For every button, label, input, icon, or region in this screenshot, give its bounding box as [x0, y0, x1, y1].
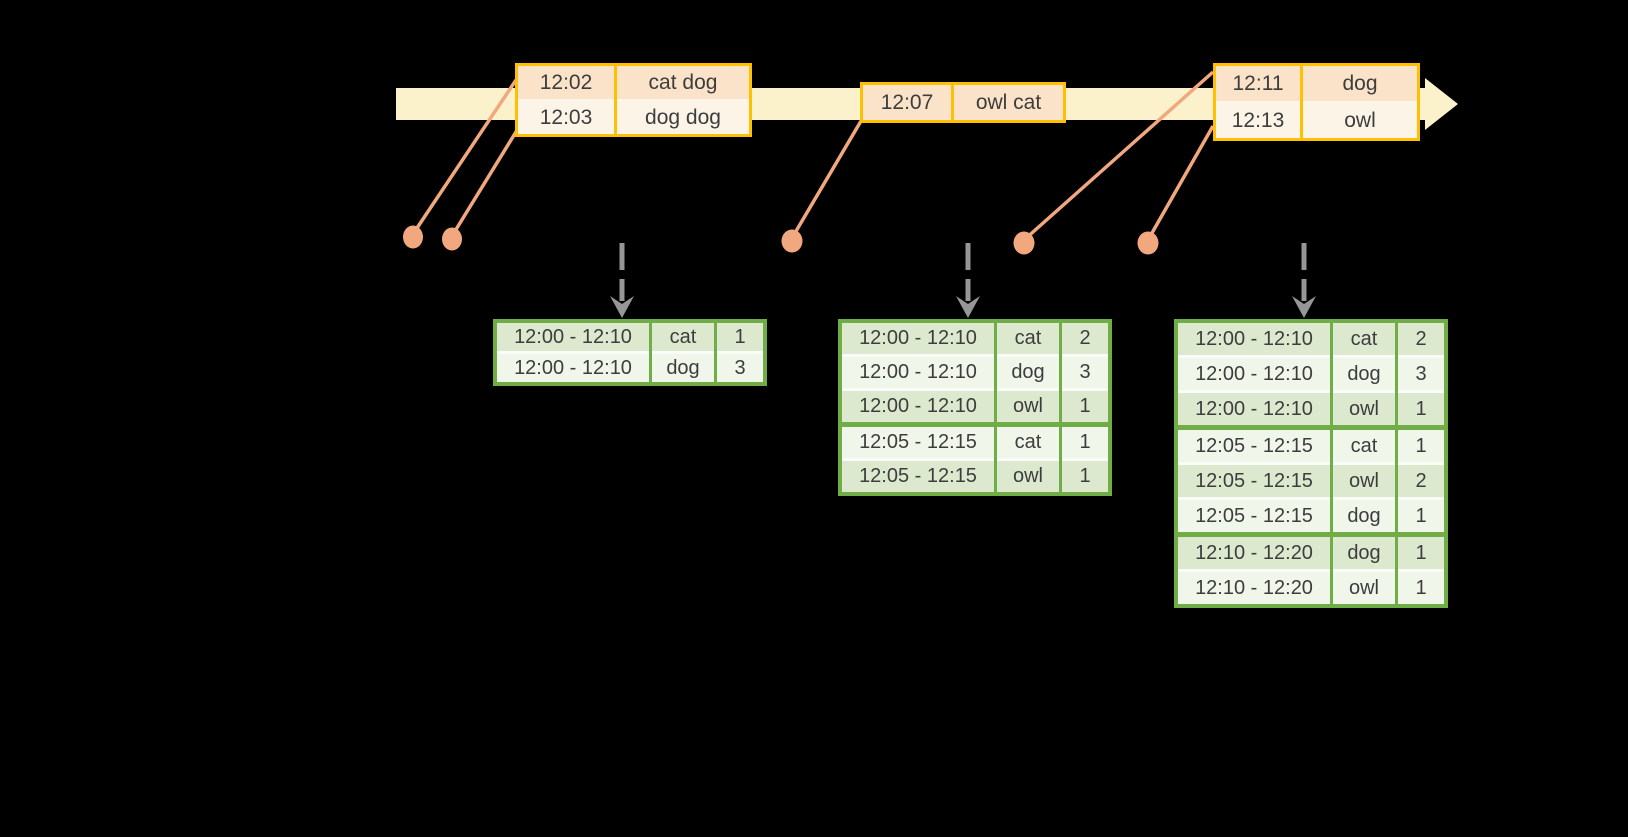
result-row: 12:00 - 12:10 owl 1 — [1176, 390, 1446, 428]
word-cell: dog — [649, 351, 716, 384]
count-cell: 1 — [1395, 532, 1446, 571]
count-cell: 1 — [1059, 422, 1110, 460]
word-cell: dog — [994, 354, 1061, 390]
event-dots — [403, 225, 1159, 255]
word-cell: cat — [649, 321, 716, 353]
count-cell: 2 — [1395, 462, 1446, 499]
window-cell: 12:00 - 12:10 — [495, 321, 651, 353]
event-dot-icon — [1013, 231, 1035, 255]
event-words: dog — [1300, 64, 1419, 102]
window-cell: 12:05 - 12:15 — [1176, 497, 1332, 535]
result-row: 12:05 - 12:15 cat 1 — [840, 422, 1110, 460]
window-cell: 12:00 - 12:10 — [840, 388, 996, 425]
window-cell: 12:00 - 12:10 — [495, 351, 651, 384]
count-cell: 1 — [1395, 390, 1446, 428]
result-row: 12:05 - 12:15 dog 1 — [1176, 497, 1446, 535]
window-cell: 12:00 - 12:10 — [1176, 355, 1332, 392]
event-row: 12:07 owl cat — [861, 83, 1065, 122]
result-row: 12:00 - 12:10 dog 3 — [495, 351, 765, 384]
result-row: 12:05 - 12:15 owl 1 — [840, 458, 1110, 494]
result-table-2: 12:00 - 12:10 cat 2 12:00 - 12:10 dog 3 … — [838, 319, 1112, 496]
word-cell: dog — [1330, 497, 1397, 535]
window-cell: 12:00 - 12:10 — [1176, 390, 1332, 428]
trigger-arrowhead-icon — [610, 296, 634, 318]
window-cell: 12:10 - 12:20 — [1176, 569, 1332, 606]
event-words: owl — [1300, 101, 1419, 140]
result-row: 12:10 - 12:20 dog 1 — [1176, 532, 1446, 571]
event-time: 12:02 — [516, 64, 616, 100]
result-row: 12:10 - 12:20 owl 1 — [1176, 569, 1446, 606]
word-cell: cat — [1330, 425, 1397, 464]
trigger-arrows — [619, 243, 1307, 301]
count-cell: 1 — [714, 321, 765, 353]
event-table-1211: 12:11 dog 12:13 owl — [1213, 63, 1420, 141]
word-cell: dog — [1330, 355, 1397, 392]
trigger-arrowheads — [610, 296, 1316, 318]
event-time: 12:13 — [1214, 101, 1302, 140]
trigger-arrowhead-icon — [1292, 296, 1316, 318]
result-row: 12:00 - 12:10 cat 2 — [1176, 321, 1446, 357]
count-cell: 1 — [1059, 458, 1110, 494]
result-row: 12:00 - 12:10 cat 1 — [495, 321, 765, 353]
event-row: 12:03 dog dog — [516, 99, 751, 136]
word-cell: owl — [994, 458, 1061, 494]
window-cell: 12:10 - 12:20 — [1176, 532, 1332, 571]
result-row: 12:00 - 12:10 cat 2 — [840, 321, 1110, 356]
window-cell: 12:05 - 12:15 — [840, 458, 996, 494]
window-cell: 12:00 - 12:10 — [840, 321, 996, 356]
result-row: 12:00 - 12:10 dog 3 — [1176, 355, 1446, 392]
window-cell: 12:05 - 12:15 — [840, 422, 996, 460]
event-time: 12:11 — [1214, 64, 1302, 102]
word-cell: owl — [994, 388, 1061, 425]
result-table-1: 12:00 - 12:10 cat 1 12:00 - 12:10 dog 3 — [493, 319, 767, 386]
event-connector-lines — [411, 70, 1215, 242]
word-cell: owl — [1330, 569, 1397, 606]
word-cell: dog — [1330, 532, 1397, 571]
timeline-arrowhead-icon — [1425, 78, 1458, 130]
event-dot-icon — [403, 225, 423, 249]
count-cell: 1 — [1059, 388, 1110, 425]
event-time: 12:03 — [516, 99, 616, 136]
event-dot-icon — [1137, 231, 1159, 255]
event-row: 12:13 owl — [1214, 101, 1419, 140]
event-words: dog dog — [614, 99, 751, 136]
count-cell: 3 — [1059, 354, 1110, 390]
count-cell: 1 — [1395, 497, 1446, 535]
event-dot-icon — [442, 227, 462, 251]
word-cell: owl — [1330, 390, 1397, 428]
count-cell: 2 — [1059, 321, 1110, 356]
event-table-1202: 12:02 cat dog 12:03 dog dog — [515, 63, 752, 137]
count-cell: 1 — [1395, 425, 1446, 464]
window-cell: 12:05 - 12:15 — [1176, 425, 1332, 464]
event-row: 12:02 cat dog — [516, 64, 751, 100]
event-row: 12:11 dog — [1214, 64, 1419, 102]
event-dot-icon — [781, 229, 803, 253]
event-table-1207: 12:07 owl cat — [860, 82, 1066, 123]
count-cell: 1 — [1395, 569, 1446, 606]
event-time: 12:07 — [861, 83, 953, 122]
result-row: 12:00 - 12:10 owl 1 — [840, 388, 1110, 425]
window-cell: 12:05 - 12:15 — [1176, 462, 1332, 499]
word-cell: cat — [994, 321, 1061, 356]
window-cell: 12:00 - 12:10 — [840, 354, 996, 390]
window-cell: 12:00 - 12:10 — [1176, 321, 1332, 357]
event-words: cat dog — [614, 64, 751, 100]
event-words: owl cat — [951, 83, 1065, 122]
count-cell: 2 — [1395, 321, 1446, 357]
count-cell: 3 — [1395, 355, 1446, 392]
word-cell: cat — [1330, 321, 1397, 357]
word-cell: owl — [1330, 462, 1397, 499]
result-row: 12:05 - 12:15 owl 2 — [1176, 462, 1446, 499]
count-cell: 3 — [714, 351, 765, 384]
result-table-3: 12:00 - 12:10 cat 2 12:00 - 12:10 dog 3 … — [1174, 319, 1448, 608]
result-row: 12:05 - 12:15 cat 1 — [1176, 425, 1446, 464]
trigger-arrowhead-icon — [956, 296, 980, 318]
result-row: 12:00 - 12:10 dog 3 — [840, 354, 1110, 390]
word-cell: cat — [994, 422, 1061, 460]
